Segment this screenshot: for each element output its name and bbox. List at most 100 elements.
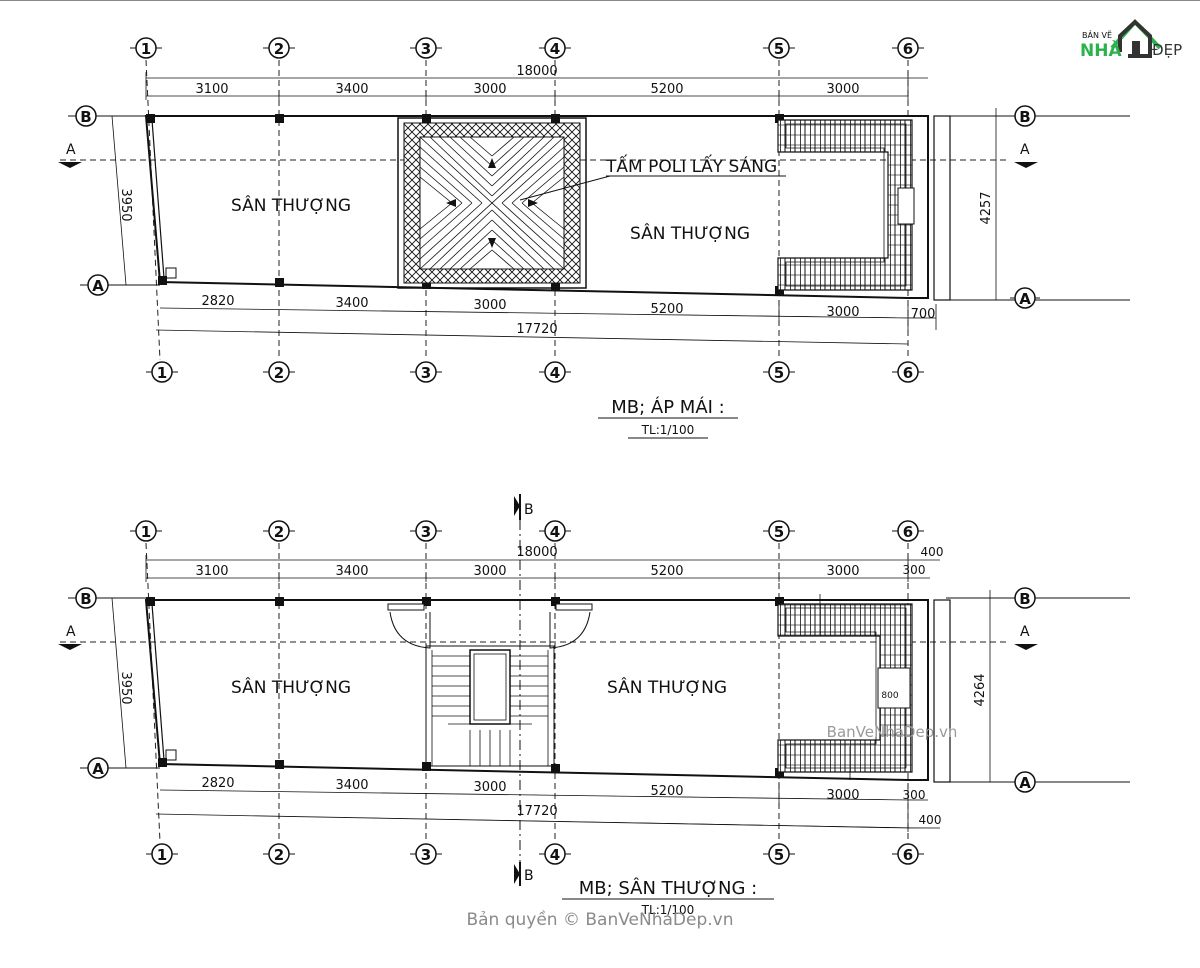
- copyright-watermark: Bản quyền © BanVeNhaDep.vn: [466, 909, 733, 930]
- svg-text:A: A: [66, 624, 76, 640]
- dim-4-5: 5200: [650, 82, 683, 97]
- dim-3-4: 3000: [473, 82, 506, 97]
- row-bubble-B-left: B: [68, 105, 146, 127]
- top-total-dim: 18000: [516, 64, 557, 79]
- svg-text:5: 5: [774, 523, 784, 541]
- logo-small-text: BẢN VẼ: [1082, 29, 1112, 40]
- axis-bubble-1-top: 1: [130, 37, 162, 59]
- svg-text:B: B: [80, 108, 91, 126]
- top-dimension-chain: [145, 555, 940, 582]
- axis-bubble-4-top: 4: [539, 37, 571, 59]
- svg-text:400: 400: [919, 813, 942, 827]
- svg-text:6: 6: [903, 523, 913, 541]
- svg-text:3400: 3400: [335, 778, 368, 793]
- svg-text:6: 6: [903, 40, 913, 58]
- svg-text:2: 2: [274, 846, 284, 864]
- parapet-right: [933, 599, 951, 783]
- svg-text:3000: 3000: [826, 564, 859, 579]
- axis-bubble-2-bottom: 2: [263, 361, 295, 383]
- axis-bubble-1-top: 1: [130, 520, 162, 542]
- svg-text:400: 400: [921, 545, 944, 559]
- svg-text:3400: 3400: [335, 564, 368, 579]
- bottom-dimension-chain: [155, 300, 937, 345]
- svg-text:3: 3: [421, 523, 431, 541]
- logo-word-dep: ĐẸP: [1152, 41, 1182, 59]
- bottom-dimension-chain: [155, 782, 940, 832]
- axis-bubble-6-top: 6: [892, 37, 924, 59]
- room-label-left: SÂN THƯỢNG: [231, 676, 351, 698]
- top-dimension-chain: [145, 72, 928, 100]
- floor-outline: [144, 599, 929, 781]
- section-marker-A-left: A: [58, 624, 82, 650]
- svg-text:1: 1: [157, 364, 167, 382]
- svg-text:1: 1: [141, 523, 151, 541]
- logo-word-nha: NHÀ: [1080, 39, 1122, 61]
- svg-text:3000: 3000: [473, 780, 506, 795]
- svg-text:2820: 2820: [201, 294, 234, 309]
- axis-bubble-3-bottom: 3: [410, 843, 442, 865]
- svg-text:5200: 5200: [650, 302, 683, 317]
- svg-text:B: B: [1019, 590, 1030, 608]
- staircase: [387, 603, 593, 767]
- svg-text:6: 6: [903, 846, 913, 864]
- svg-text:A: A: [1019, 290, 1031, 308]
- svg-text:3400: 3400: [335, 296, 368, 311]
- svg-text:3000: 3000: [473, 564, 506, 579]
- room-label-right: SÂN THƯỢNG: [607, 676, 727, 698]
- axis-bubble-5-bottom: 5: [763, 361, 795, 383]
- svg-text:A: A: [92, 760, 104, 778]
- axis-bubble-6-bottom: 6: [892, 843, 924, 865]
- brand-logo: BẢN VẼ NHÀ ĐẸP: [1080, 19, 1182, 61]
- svg-text:300: 300: [903, 788, 926, 802]
- svg-text:5: 5: [774, 846, 784, 864]
- svg-text:3100: 3100: [195, 564, 228, 579]
- svg-text:3950: 3950: [118, 671, 133, 704]
- svg-text:3000: 3000: [473, 298, 506, 313]
- svg-text:B: B: [524, 502, 534, 518]
- svg-text:5200: 5200: [650, 564, 683, 579]
- svg-text:1: 1: [141, 40, 151, 58]
- axis-bubble-3-top: 3: [410, 520, 442, 542]
- terrace-plan: B B 1 2 3 4 5 6 18000 3100 3400 3000 520…: [58, 494, 1130, 917]
- dim-2-3: 3400: [335, 82, 368, 97]
- svg-text:B: B: [1019, 108, 1030, 126]
- axis-bubble-3-bottom: 3: [410, 361, 442, 383]
- dim-5-6: 3000: [826, 82, 859, 97]
- svg-text:B: B: [80, 590, 91, 608]
- room-label-right: SÂN THƯỢNG: [630, 222, 750, 244]
- roof-plan: 1 2 3 4 5 6 18000 3100 3400 3000 5200 30…: [58, 37, 1130, 439]
- svg-text:18000: 18000: [516, 545, 557, 560]
- svg-text:3: 3: [421, 364, 431, 382]
- room-label-left: SÂN THƯỢNG: [231, 194, 351, 216]
- svg-text:2820: 2820: [201, 776, 234, 791]
- axis-bubble-2-bottom: 2: [263, 843, 295, 865]
- axis-bubble-2-top: 2: [263, 520, 295, 542]
- parapet-right: [933, 115, 951, 301]
- right-dim: 4257: [979, 191, 994, 224]
- axis-bubble-6-bottom: 6: [892, 361, 924, 383]
- section-marker-A-right: A: [1014, 624, 1038, 650]
- svg-text:5: 5: [774, 40, 784, 58]
- axis-bubble-2-top: 2: [263, 37, 295, 59]
- brick-wall-right: 800: [777, 594, 913, 780]
- row-bubble-B-left: B: [68, 587, 146, 609]
- svg-text:4: 4: [550, 846, 560, 864]
- skylight-panel: [397, 117, 587, 289]
- svg-text:5200: 5200: [650, 784, 683, 799]
- section-marker-A-left: A: [58, 142, 82, 168]
- watermark-mid: BanVeNhaDep.vn: [827, 723, 958, 741]
- svg-text:3000: 3000: [826, 788, 859, 803]
- svg-text:6: 6: [903, 364, 913, 382]
- skylight-note: TẤM POLI LẤY SÁNG: [605, 153, 777, 177]
- svg-text:A: A: [1019, 774, 1031, 792]
- note-leader: [519, 175, 611, 201]
- svg-text:17720: 17720: [516, 804, 557, 819]
- svg-text:300: 300: [903, 563, 926, 577]
- plan-title: MB; ÁP MÁI :: [611, 396, 725, 418]
- axis-bubble-1-bottom: 1: [146, 361, 178, 383]
- bottom-total-dim: 17720: [516, 322, 557, 337]
- axis-bubble-4-bottom: 4: [539, 843, 571, 865]
- row-bubble-B-right: B: [1010, 105, 1040, 127]
- svg-text:2: 2: [274, 364, 284, 382]
